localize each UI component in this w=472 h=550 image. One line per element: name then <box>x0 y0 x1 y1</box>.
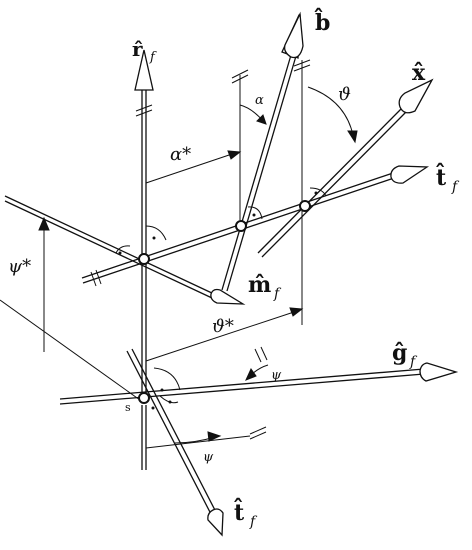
reference-lines <box>0 59 358 449</box>
b-label: b̂ <box>314 8 330 36</box>
labels: r̂ f b̂ x̂ t̂ f m̂ f ĝ f t̂ f α* α ϑ ϑ* … <box>8 8 460 530</box>
x-label: x̂ <box>412 60 426 86</box>
psi-lower-label: ψ <box>203 450 214 465</box>
r-f-axis <box>134 49 154 470</box>
g-f-vector <box>59 346 459 405</box>
s-label: s <box>125 401 131 414</box>
right-angle-marks <box>115 187 327 410</box>
t-f-lower-subscript: f <box>249 514 258 530</box>
junction-nodes <box>138 200 311 404</box>
g-f-label: ĝ <box>392 340 407 366</box>
theta-label: ϑ <box>338 84 351 105</box>
r-f-label: r̂ <box>132 37 143 61</box>
t-f-upper-vector <box>81 165 430 287</box>
x-vector <box>257 78 434 258</box>
g-f-subscript: f <box>409 354 418 370</box>
m-f-label: m̂ <box>248 272 271 298</box>
t-f-lower-vector <box>126 348 224 537</box>
psi-upper-label: ψ <box>271 368 282 383</box>
alpha-star-label: α* <box>170 144 191 165</box>
b-vector <box>221 11 304 292</box>
psi-star-label: ψ* <box>8 256 31 277</box>
m-f-vector <box>4 195 246 305</box>
r-f-subscript: f <box>149 50 157 65</box>
theta-star-label: ϑ* <box>212 316 234 337</box>
m-f-subscript: f <box>273 286 282 302</box>
alpha-label: α <box>255 93 264 108</box>
t-f-upper-label: t̂ <box>436 163 447 191</box>
t-f-lower-label: t̂ <box>234 498 245 526</box>
t-f-upper-subscript: f <box>451 179 460 195</box>
